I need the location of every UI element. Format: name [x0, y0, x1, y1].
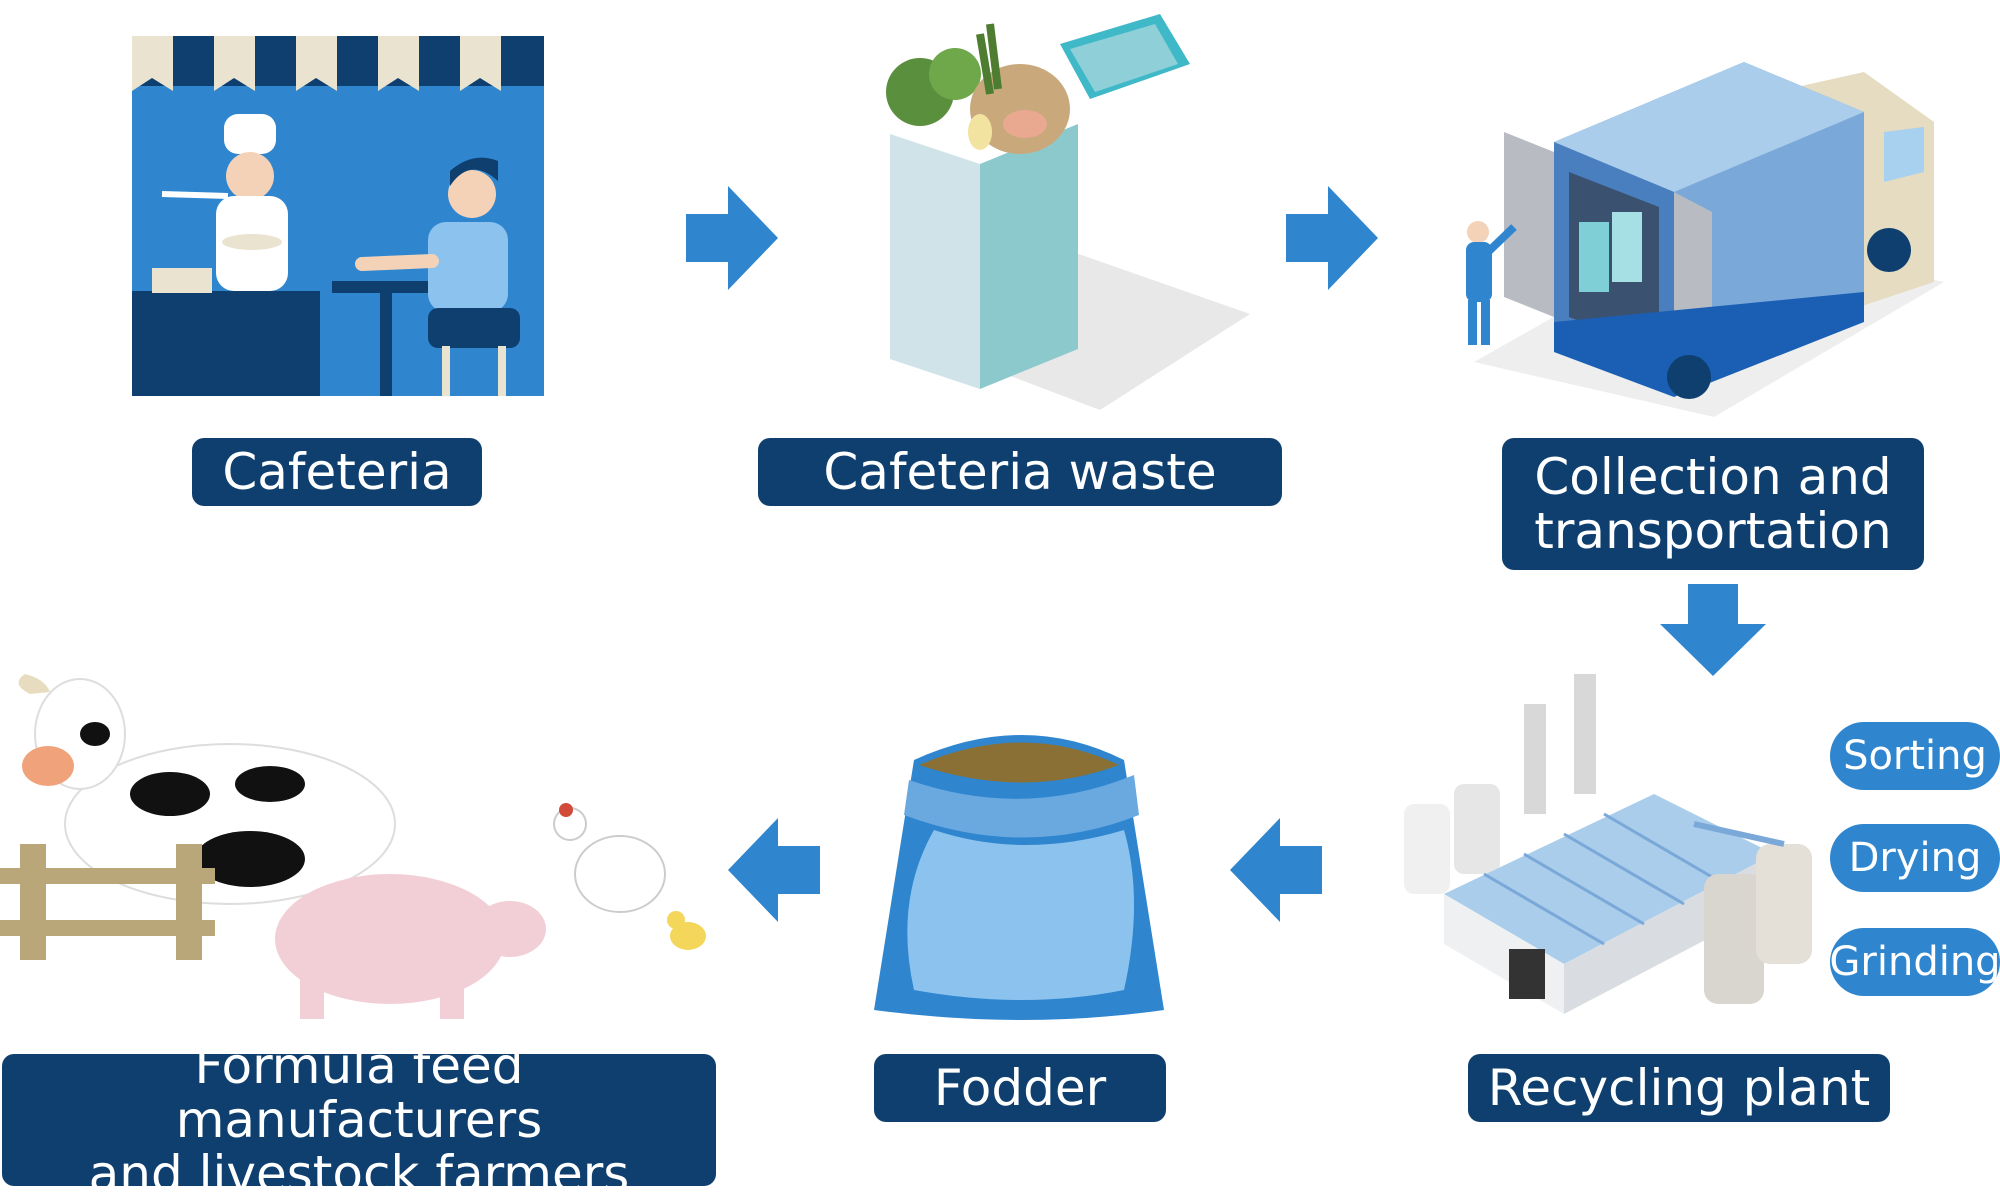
arrow-down: [1660, 584, 1766, 676]
cafeteria-icon: [132, 36, 544, 396]
recycling-plant-label: Recycling plant: [1468, 1054, 1890, 1122]
arrow-right-1: [686, 186, 778, 290]
fodder-label: Fodder: [874, 1054, 1166, 1122]
cafeteria-waste-label-text: Cafeteria waste: [823, 443, 1217, 501]
arrow-right-2: [1286, 186, 1378, 290]
recycling-plant-label-text: Recycling plant: [1487, 1059, 1871, 1117]
delivery-truck-icon: [1466, 62, 1944, 417]
process-pill-grinding-text: Grinding: [1829, 939, 2000, 985]
fodder-sack-icon: [874, 735, 1164, 1020]
cafeteria-label: Cafeteria: [192, 438, 482, 506]
process-pill-drying: Drying: [1830, 824, 2000, 892]
farmers-label-line-2: and livestock farmers: [88, 1145, 630, 1203]
farmers-label-line-1: Formula feed manufacturers: [175, 1037, 543, 1149]
collection-transportation-label: Collection and transportation: [1502, 438, 1924, 570]
food-waste-bin-icon: [886, 14, 1250, 410]
process-pill-drying-text: Drying: [1848, 835, 1982, 881]
cafeteria-label-text: Cafeteria: [222, 443, 452, 501]
arrow-left-1: [1230, 818, 1322, 922]
livestock-icon: [0, 674, 706, 1019]
collection-label-line-2: transportation: [1534, 502, 1892, 560]
factory-icon: [1404, 674, 1812, 1014]
fodder-label-text: Fodder: [933, 1059, 1107, 1117]
collection-label-line-1: Collection and: [1534, 448, 1892, 506]
process-pill-sorting: Sorting: [1830, 722, 2000, 790]
cafeteria-waste-label: Cafeteria waste: [758, 438, 1282, 506]
arrow-left-2: [728, 818, 820, 922]
process-pill-sorting-text: Sorting: [1843, 733, 1987, 779]
farmers-label: Formula feed manufacturers and livestock…: [2, 1039, 716, 1201]
process-pill-grinding: Grinding: [1829, 928, 2000, 996]
